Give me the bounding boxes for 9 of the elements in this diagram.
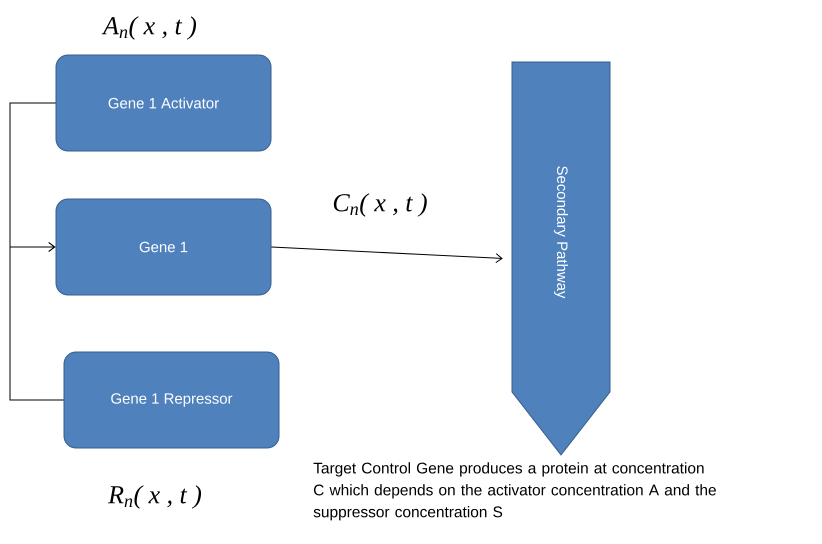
process-box: Gene 1 Activator <box>56 54 272 152</box>
process-box: Gene 1 Repressor <box>64 352 280 448</box>
arrow <box>10 242 64 400</box>
note-text: Target Control Gene produces a protein at concentration C which depends on the activator concentration A and the suppressor concentration S <box>314 462 716 520</box>
edge-label: C$_{n}$( x , t ) <box>334 193 427 217</box>
formula-label: A$_{n}$( x , t ) <box>102 16 196 40</box>
formula-label: R$_{n}$( x , t ) <box>108 485 202 509</box>
process-box: Gene 1 <box>56 198 272 296</box>
arrow <box>271 246 503 264</box>
